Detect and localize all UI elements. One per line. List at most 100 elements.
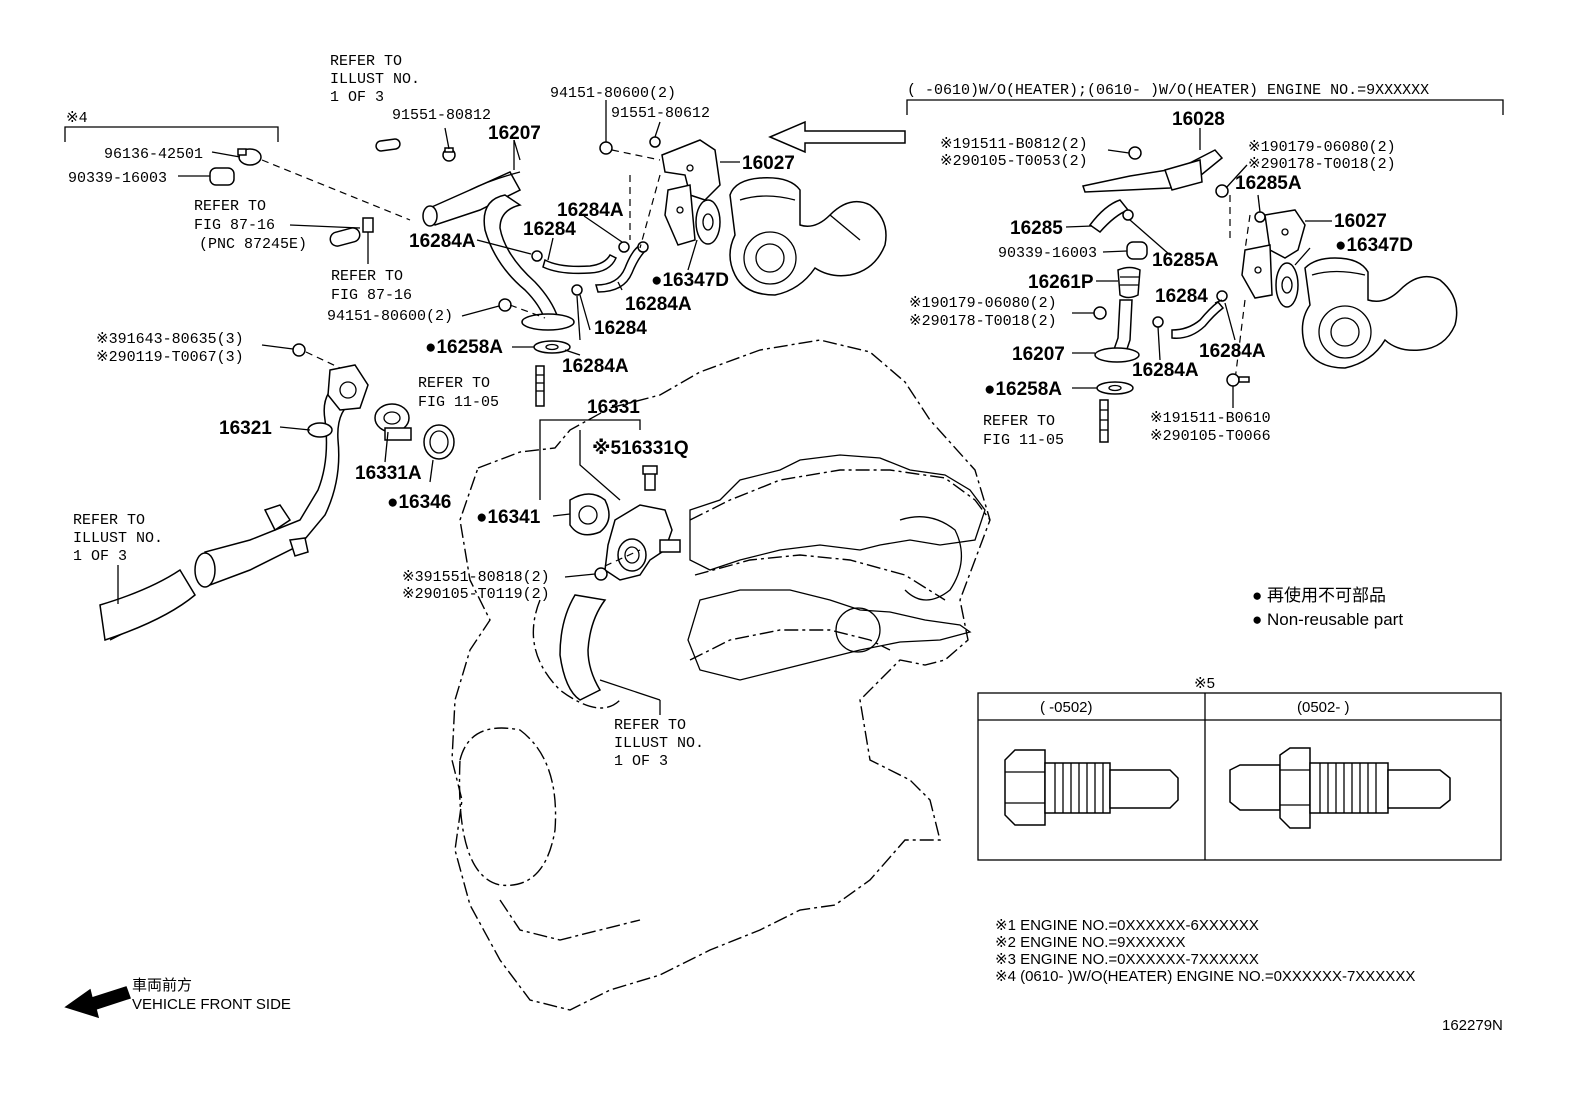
water-outlet-16331-icon (604, 504, 681, 581)
bolt-icon (649, 136, 661, 148)
part-label: 16285A (1235, 173, 1302, 194)
bolt-icon (1128, 146, 1142, 160)
clamp-icon (1122, 209, 1134, 221)
bracket-16028-icon (1082, 149, 1224, 193)
part-label: 16207 (488, 123, 541, 144)
part-label: 16285A (1152, 250, 1219, 271)
nut-icon (599, 141, 613, 155)
svg-text:1 OF 3: 1 OF 3 (330, 89, 384, 106)
svg-text:REFER TO: REFER TO (194, 198, 266, 215)
hose-16261p-icon (1117, 266, 1141, 299)
refer-pipe-icon (375, 138, 401, 152)
refer-box-fig-87-16-b: REFER TO FIG 87-16 (331, 268, 412, 304)
part-label: 16284 (523, 219, 576, 240)
nut-icon (498, 298, 512, 312)
part-label: 16321 (219, 418, 272, 439)
part-label: 16284A (625, 294, 692, 315)
engine-outline (451, 339, 991, 1011)
gasket-16258a-icon (533, 340, 571, 354)
part-label: ※290178-T0018(2) (1248, 156, 1396, 173)
part-label: ●16347D (1335, 235, 1413, 256)
note-3: ※3 ENGINE NO.=0XXXXXX-7XXXXXX (995, 951, 1259, 968)
part-label: ●16258A (425, 337, 503, 358)
turbocharger-icon (729, 177, 887, 296)
refer-pipe-icon (329, 227, 361, 247)
part-label: ※516331Q (592, 438, 689, 459)
note4-label: ※4 (66, 110, 88, 127)
svg-text:REFER TO: REFER TO (330, 53, 402, 70)
inset-box (977, 692, 1502, 861)
part-label: 96136-42501 (104, 146, 203, 163)
part-label: 16261P (1028, 272, 1094, 293)
refer-box-illust-bottom: REFER TO ILLUST NO. 1 OF 3 (614, 717, 704, 770)
clip-icon (307, 422, 333, 438)
refer-box-fig-11-05-a: REFER TO FIG 11-05 (418, 375, 499, 411)
bracket-16027-icon (661, 139, 721, 246)
svg-text:REFER TO: REFER TO (331, 268, 403, 285)
svg-text:1 OF 3: 1 OF 3 (614, 753, 668, 770)
refer-box-illust-top: REFER TO ILLUST NO. 1 OF 3 (330, 53, 420, 106)
part-label: 90339-16003 (998, 245, 1097, 262)
sensor-icon (642, 465, 658, 491)
svg-text:REFER TO: REFER TO (983, 413, 1055, 430)
clamp-icon (531, 250, 543, 262)
thermostat-icon (374, 403, 412, 441)
turbocharger-icon (1301, 257, 1458, 369)
refer-box-fig-11-05-b: REFER TO FIG 11-05 (983, 413, 1064, 449)
part-label: 16027 (742, 153, 795, 174)
direction-arrow-icon (768, 120, 906, 154)
part-label: 94151-80600(2) (327, 308, 453, 325)
svg-text:(PNC 87245E): (PNC 87245E) (199, 236, 307, 253)
svg-text:FIG 87-16: FIG 87-16 (331, 287, 412, 304)
part-label: 16284 (1155, 286, 1208, 307)
refer-box-fig-87-16-a: REFER TO FIG 87-16 (PNC 87245E) (194, 198, 307, 253)
part-label: 16027 (1334, 211, 1387, 232)
clamp-icon (618, 241, 630, 253)
inset-title: ※5 (1194, 675, 1215, 692)
part-label: ※290119-T0067(3) (96, 349, 244, 366)
part-label: 91551-80612 (611, 105, 710, 122)
legend-en: ● Non-reusable part (1252, 610, 1403, 629)
svg-text:FIG 11-05: FIG 11-05 (983, 432, 1064, 449)
bolt-icon (1226, 373, 1250, 387)
svg-text:REFER TO: REFER TO (418, 375, 490, 392)
radiator-hose-icon (99, 568, 196, 641)
part-label: 16207 (1012, 344, 1065, 365)
svg-text:1 OF 3: 1 OF 3 (73, 548, 127, 565)
part-label: ※391551-80818(2) (402, 569, 550, 586)
bolt-icon (442, 147, 456, 162)
part-label: 16284A (409, 231, 476, 252)
bracket-16027-icon (1241, 209, 1306, 299)
right-group-bracket (906, 99, 1504, 115)
part-label: ※391643-80635(3) (96, 331, 244, 348)
gasket-16347d-icon (695, 199, 721, 245)
water-pipe-16207-icon (422, 171, 575, 331)
note-4: ※4 (0610- )W/O(HEATER) ENGINE NO.=0XXXXX… (995, 968, 1415, 985)
gasket-16347d-icon (1275, 262, 1299, 308)
gasket-16341-icon (569, 493, 610, 536)
part-label: ※190179-06080(2) (1248, 139, 1396, 156)
part-label: 16284 (594, 318, 647, 339)
gasket-16346-icon (423, 424, 455, 460)
part-label: ●16347D (651, 270, 729, 291)
part-label: ※290105-T0119(2) (402, 586, 550, 603)
clip-icon (362, 217, 374, 233)
refer-box-illust-left: REFER TO ILLUST NO. 1 OF 3 (73, 512, 163, 565)
manifold-sketch (687, 454, 986, 681)
hose-clamp-icon (237, 148, 262, 166)
water-hose-16321-icon (109, 364, 369, 641)
water-pipe-16207-icon (1094, 299, 1140, 363)
hose-plug-icon (209, 167, 235, 186)
bolt-icon (292, 343, 306, 357)
part-label: ●16258A (984, 379, 1062, 400)
note-1: ※1 ENGINE NO.=0XXXXXX-6XXXXXX (995, 917, 1259, 934)
part-label: 90339-16003 (68, 170, 167, 187)
part-label: 16285 (1010, 218, 1063, 239)
part-label: 16028 (1172, 109, 1225, 130)
bolt-icon (594, 567, 608, 581)
clamp-icon (1152, 316, 1164, 328)
nut-icon (1093, 306, 1107, 320)
part-label: 16284A (557, 200, 624, 221)
svg-text:FIG 11-05: FIG 11-05 (418, 394, 499, 411)
